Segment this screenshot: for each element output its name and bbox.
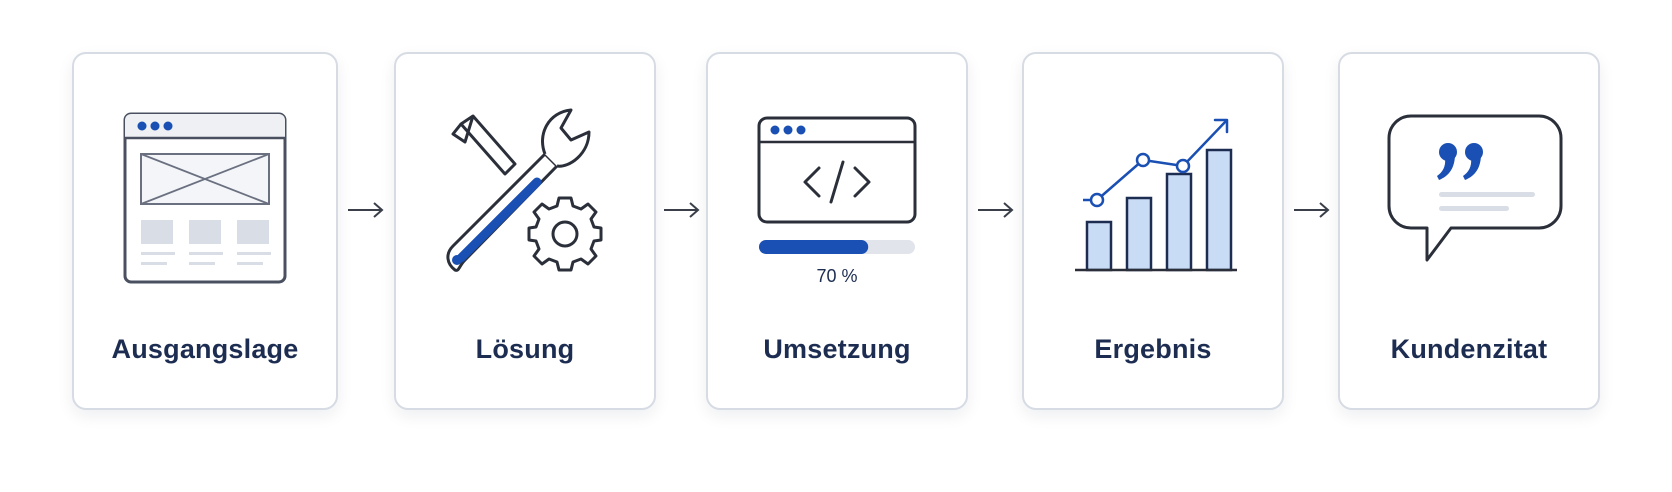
wrench-icon <box>446 108 591 272</box>
step-label: Umsetzung <box>763 334 911 364</box>
chart-bar <box>1165 172 1193 272</box>
arrow-right-icon <box>664 202 700 218</box>
trend-line <box>1083 118 1229 208</box>
step-card-ergebnis: Ergebnis <box>1022 52 1284 410</box>
tools-gear-icon <box>446 108 603 272</box>
chart-bar <box>1125 196 1153 272</box>
growth-chart-icon <box>1075 118 1237 272</box>
step-card-umsetzung: 70 % Umsetzung <box>706 52 968 410</box>
wireframe-browser-icon <box>123 112 287 284</box>
screwdriver-icon <box>451 114 517 176</box>
step-label: Ausgangslage <box>111 334 299 364</box>
arrow-right-icon <box>348 202 384 218</box>
gear-icon <box>527 196 603 272</box>
code-brackets-icon <box>803 160 871 204</box>
arrow-right-icon <box>978 202 1014 218</box>
quote-bubble-icon <box>1387 114 1563 262</box>
step-icon-container <box>1340 94 1598 314</box>
progress-fill <box>759 240 869 254</box>
quotation-mark-icon <box>1437 143 1483 180</box>
step-icon-container <box>396 94 654 314</box>
arrow-right-icon <box>1294 202 1330 218</box>
step-icon-container: 70 % <box>708 94 966 314</box>
step-card-ausgangslage: Ausgangslage <box>72 52 338 410</box>
step-icon-container <box>74 94 336 314</box>
chart-bar <box>1205 148 1233 272</box>
chart-bar <box>1085 220 1113 272</box>
step-label: Lösung <box>475 334 575 364</box>
progress-bar <box>759 240 915 254</box>
code-window-icon: 70 % <box>757 116 917 286</box>
step-card-loesung: Lösung <box>394 52 656 410</box>
step-label: Kundenzitat <box>1390 334 1548 364</box>
progress-label: 70 % <box>816 266 857 286</box>
step-icon-container <box>1024 94 1282 314</box>
step-card-kundenzitat: Kundenzitat <box>1338 52 1600 410</box>
step-label: Ergebnis <box>1094 334 1212 364</box>
